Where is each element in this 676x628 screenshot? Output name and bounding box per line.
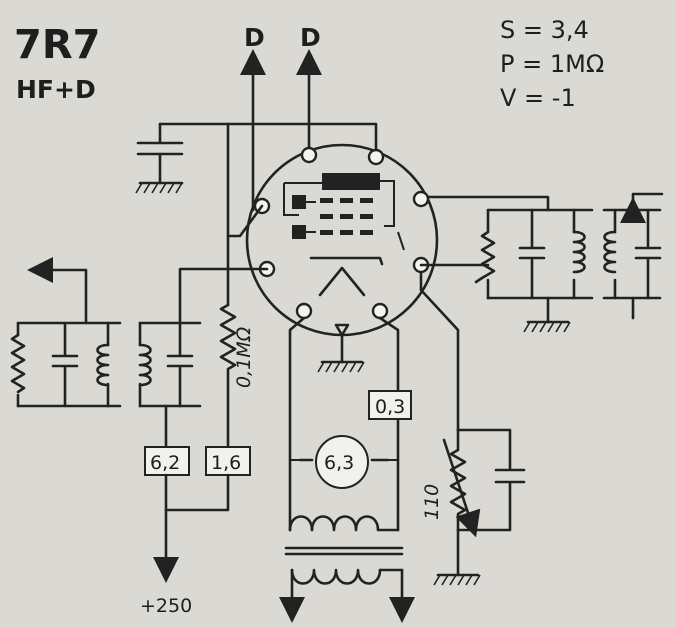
left-if-transformer [10,257,269,457]
cathode-resistor-network [419,270,526,586]
cathode-resistor-label: 110 [421,484,443,520]
diode-output-label-2: D [300,23,321,52]
screen-bypass-capacitor [135,122,378,194]
resistor-label: 0,1MΩ [233,326,255,388]
cathode-ground [317,323,365,373]
spec-grid-bias: V = -1 [500,84,576,112]
heater-current-label: 0,3 [375,396,405,418]
screen-voltage-label: 6,2 [150,452,180,474]
right-if-transformer [419,192,664,333]
heater-voltage-circle [315,435,369,489]
tube-type-title: 7R7 [14,22,100,68]
supply-voltage-label: +250 [140,595,192,617]
tube-electrodes [283,173,405,297]
heater-voltage-label: 6,3 [324,452,354,474]
anode-load-resistor [219,122,264,457]
spec-plate-resistance: P = 1MΩ [500,50,604,78]
grid-voltage-box [205,446,251,476]
spec-transconductance: S = 3,4 [500,16,589,44]
tube-pins [253,146,430,320]
diode-output-label-1: D [244,23,265,52]
heater-current-box [368,390,412,420]
supply-line [153,473,230,583]
diode-output-wires [240,49,322,212]
screen-voltage-box [144,446,190,476]
tube-function-subtitle: HF+D [16,75,96,104]
grid-voltage-label: 1,6 [211,452,241,474]
